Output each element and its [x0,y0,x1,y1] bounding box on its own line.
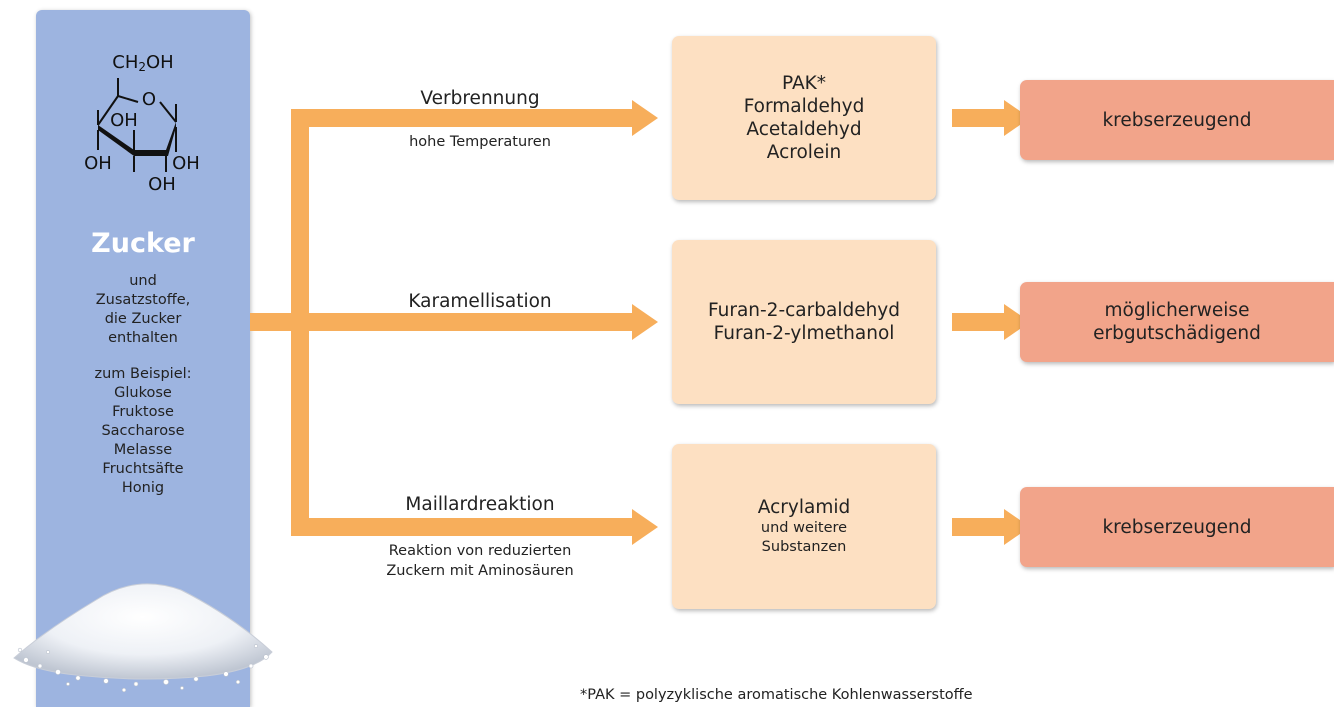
effect-line: krebserzeugend [1102,109,1252,131]
effect-box-3: krebserzeugend [1020,487,1334,567]
glucose-structure-icon: CH2OH O OH OH OH OH OH [84,52,200,195]
effect-line: erbgutschädigend [1093,323,1261,344]
effect-box-2: möglicherweise erbgutschädigend [1020,282,1334,362]
process-condition: Reaktion von reduzierten Zuckern mit Ami… [300,541,660,581]
chemical-line: Acrylamid [757,497,851,518]
sidebar-example-line: Glukose [114,385,172,401]
chemicals-box-1: PAK* Formaldehyd Acetaldehyd Acrolein [672,36,936,200]
arrow-effect-1 [952,100,1030,136]
chemicals-box-3: Acrylamid und weitere Substanzen [672,444,936,609]
hydroxyl-label-bottom: OH [148,174,176,195]
effect-box-1: krebserzeugend [1020,80,1334,160]
arrow-verbrennung [291,100,658,136]
chemical-line: PAK* [781,73,826,94]
sidebar-example-line: Saccharose [101,423,185,439]
hydroxyl-label-left: OH [84,153,112,174]
sidebar-example-line: zum Beispiel: [94,366,192,382]
chemical-line: Furan-2-ylmethanol [713,323,895,344]
sidebar-example-line: Fruktose [112,404,174,420]
effect-line: krebserzeugend [1102,516,1252,538]
sidebar-intro: und Zusatzstoffe, die Zucker enthalten [36,272,250,348]
trunk-connector [250,313,300,331]
hydroxyl-label-top: OH [110,110,138,131]
sidebar-intro-line: Zusatzstoffe, [95,292,191,308]
process-condition: hohe Temperaturen [300,132,660,152]
sidebar-examples: zum Beispiel: Glukose Fruktose Saccharos… [36,365,250,498]
chemical-line: Acrolein [766,142,842,163]
hydroxyl-label-right: OH [172,153,200,174]
ring-oxygen-label: O [142,89,156,110]
sidebar-intro-line: die Zucker [104,311,182,327]
process-label-maillard: Maillardreaktion [405,494,555,515]
arrow-karamellisation [291,304,658,340]
sidebar-intro-line: enthalten [108,330,178,346]
footnote: *PAK = polyzyklische aromatische Kohlenw… [580,687,973,703]
arrow-effect-2 [952,304,1030,340]
chemical-line: Acetaldehyd [746,119,862,140]
sidebar-title: Zucker [91,228,195,259]
arrow-effect-3 [952,509,1030,545]
chemical-note-line: und weitere [760,520,848,536]
effect-line: möglicherweise [1104,300,1250,321]
condition-line: Reaktion von reduzierten [388,543,572,559]
chemical-line: Furan-2-carbaldehyd [707,300,901,321]
condition-line: Zuckern mit Aminosäuren [386,563,574,579]
process-label-karamellisation: Karamellisation [408,291,552,312]
sugar-panel: CH2OH O OH OH OH OH OH Zucker und Zusatz… [13,10,273,707]
condition-line: hohe Temperaturen [409,134,551,150]
sidebar-example-line: Fruchtsäfte [102,461,184,477]
chemical-note-line: Substanzen [761,539,847,555]
sidebar-example-line: Melasse [113,442,173,458]
process-label-verbrennung: Verbrennung [420,88,540,109]
sidebar-intro-line: und [129,273,157,289]
chemical-line: Formaldehyd [743,96,865,117]
arrow-maillard [291,509,658,545]
chemicals-box-2: Furan-2-carbaldehyd Furan-2-ylmethanol [672,240,936,404]
sidebar-example-line: Honig [121,480,165,496]
sugar-pile-image [13,583,273,693]
ch2oh-label: CH2OH [112,52,173,74]
